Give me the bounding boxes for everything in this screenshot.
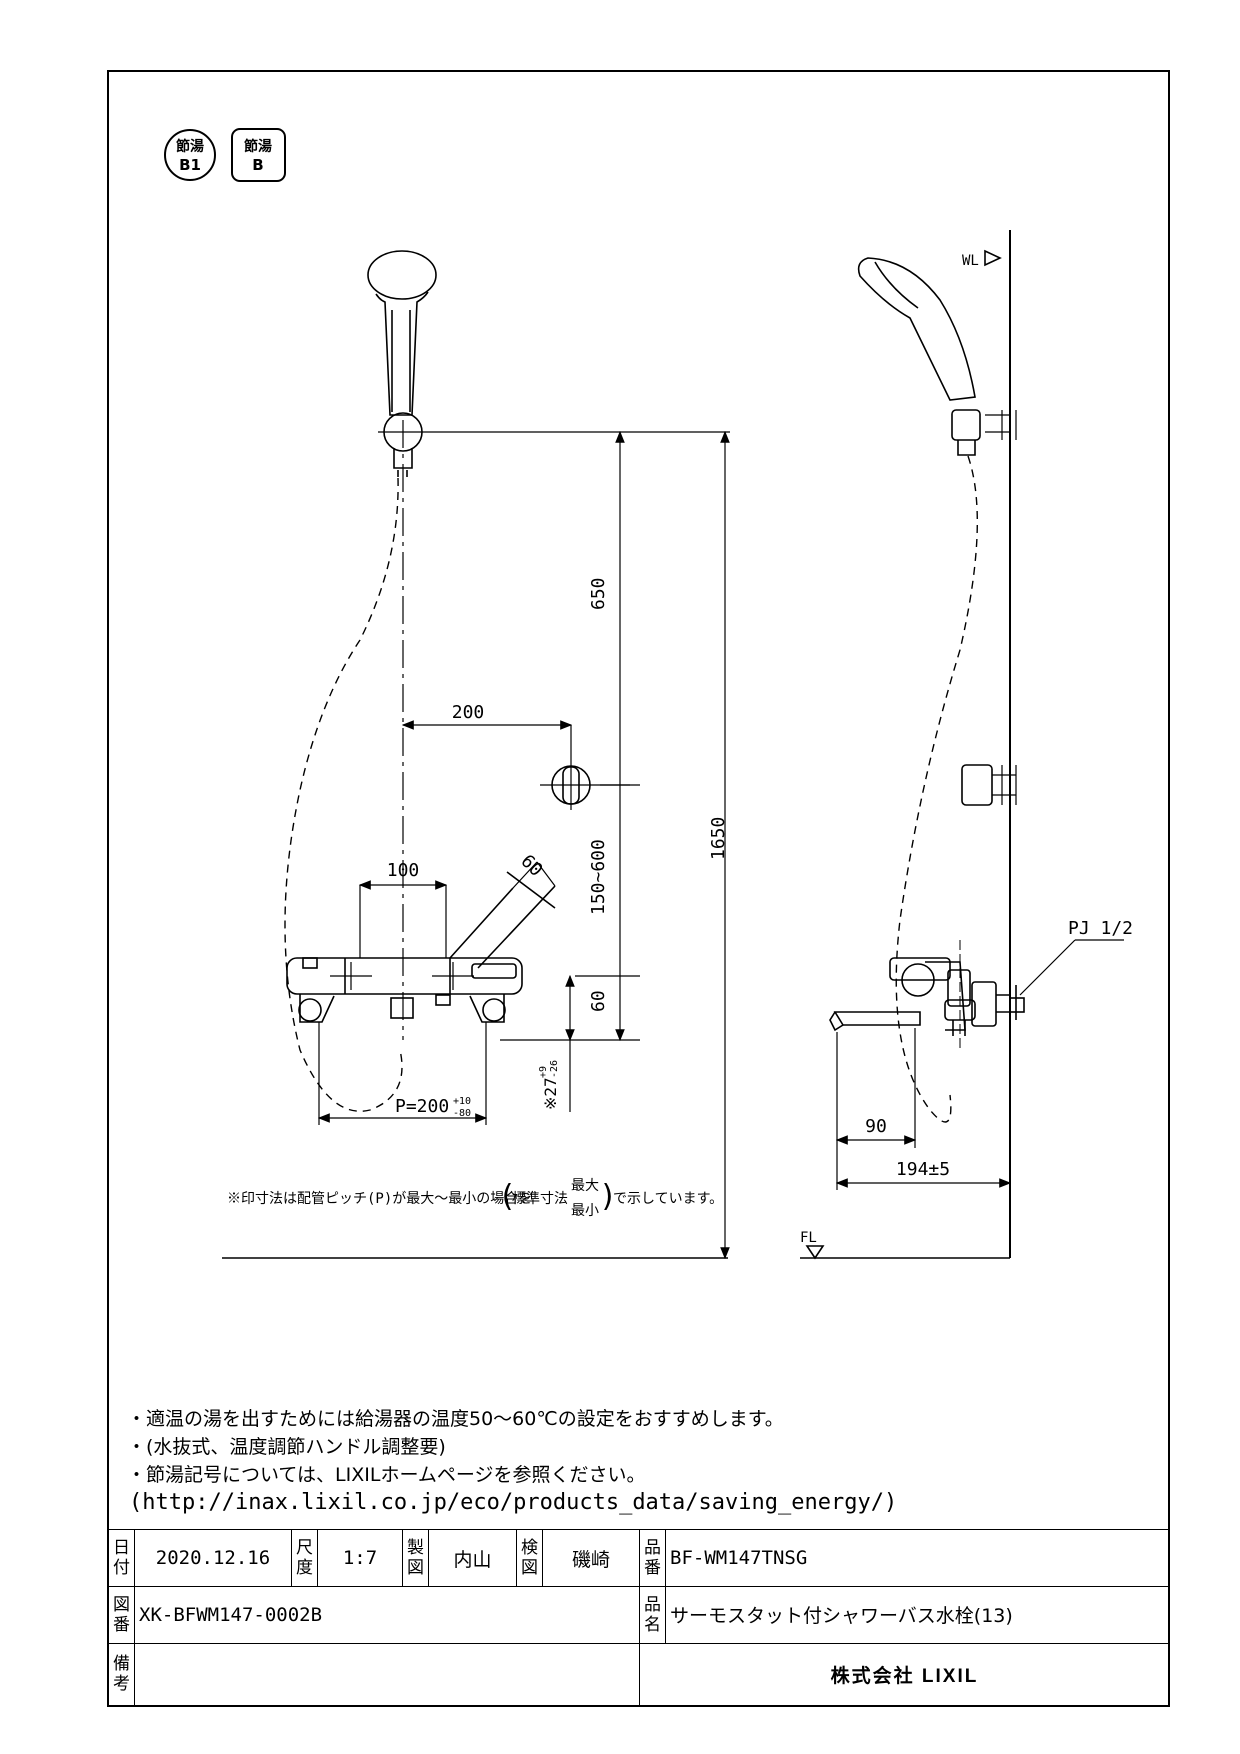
drawing-no-label: 図番 xyxy=(108,1586,135,1644)
dim-650: 650 xyxy=(588,577,609,610)
product-no-value: BF-WM147TNSG xyxy=(665,1528,1170,1588)
shower-head-side xyxy=(857,257,1017,456)
svg-text:※印寸法は配管ピッチ(P)が最大～最小の場合を: ※印寸法は配管ピッチ(P)が最大～最小の場合を xyxy=(227,1191,532,1207)
note-item: ・(水抜式、温度調節ハンドル調整要) xyxy=(127,1436,446,1458)
svg-text:最大: 最大 xyxy=(571,1178,599,1194)
dim-pitch-tol-top: +10 xyxy=(453,1096,471,1107)
svg-text:で示しています。: で示しています。 xyxy=(613,1191,723,1207)
svg-text:): ) xyxy=(599,1179,617,1214)
dim-200: 200 xyxy=(452,702,485,723)
wl-label: WL xyxy=(962,253,979,269)
dimension-footnote: ※印寸法は配管ピッチ(P)が最大～最小の場合を ( 標準寸法 最大 最小 ) で… xyxy=(227,1178,723,1219)
company-logo: 株式会社 LIXIL xyxy=(639,1642,1170,1707)
title-block: 日付 2020.12.16 尺度 1:7 製図 内山 検図 磯崎 品番 BF-W… xyxy=(108,1528,1170,1707)
front-view xyxy=(284,250,730,1112)
checked-value: 磯崎 xyxy=(542,1528,640,1588)
note-url: (http://inax.lixil.co.jp/eco/products_da… xyxy=(129,1490,898,1515)
notes: ・適温の湯を出すためには給湯器の温度50～60℃の設定をおすすめします。 ・(水… xyxy=(127,1405,897,1517)
wall-hook-side xyxy=(961,764,1017,806)
dim-1650: 1650 xyxy=(708,817,729,860)
dim-27-tol-bottom: -26 xyxy=(549,1060,560,1078)
front-dimension-labels: 650 1650 200 100 60 150~600 60 ※27 +9 -2… xyxy=(387,577,729,1119)
front-dimension-lines xyxy=(222,430,730,1260)
dim-27-tol-top: +9 xyxy=(538,1066,549,1078)
remarks-label: 備考 xyxy=(108,1642,135,1707)
svg-text:節湯: 節湯 xyxy=(244,138,272,155)
dim-60: 60 xyxy=(588,990,609,1012)
eco-mark-b1: 節湯 B1 xyxy=(164,129,216,181)
drawing-frame xyxy=(107,70,1170,1707)
drawn-value: 内山 xyxy=(428,1528,517,1588)
product-name-label: 品名 xyxy=(639,1586,666,1644)
svg-text:最小: 最小 xyxy=(571,1203,599,1219)
side-dimension-lines xyxy=(835,939,1124,1190)
dim-60-angle: 60 xyxy=(516,851,546,881)
note-item: ・節湯記号については、LIXILホームページを参照ください。 xyxy=(127,1464,646,1486)
svg-text:節湯: 節湯 xyxy=(176,138,204,155)
scale-label: 尺度 xyxy=(291,1528,318,1588)
drawing-no-value: XK-BFWM147-0002B xyxy=(134,1586,640,1644)
checked-label: 検図 xyxy=(516,1528,543,1588)
dim-27: ※27 xyxy=(541,1077,560,1110)
shower-head-front xyxy=(367,250,437,477)
scale-value: 1:7 xyxy=(317,1528,403,1588)
dim-100: 100 xyxy=(387,860,420,881)
dim-pitch: P=200 xyxy=(395,1096,449,1117)
dim-pitch-tol-bottom: -80 xyxy=(453,1108,471,1119)
side-view xyxy=(800,230,1025,1260)
mixer-side xyxy=(829,940,1025,1050)
eco-mark-b: 節湯 B xyxy=(231,128,286,182)
date-label: 日付 xyxy=(108,1528,135,1588)
pj-label: PJ 1/2 xyxy=(1068,918,1133,939)
remarks-value xyxy=(134,1642,640,1707)
svg-text:(: ( xyxy=(498,1179,516,1214)
side-dimension-labels: 90 194±5 PJ 1/2 WL FL xyxy=(800,253,1133,1246)
product-no-label: 品番 xyxy=(639,1528,666,1588)
note-item: ・適温の湯を出すためには給湯器の温度50～60℃の設定をおすすめします。 xyxy=(127,1408,784,1430)
product-name-value: サーモスタット付シャワーバス水栓(13) xyxy=(665,1586,1170,1644)
svg-text:B1: B1 xyxy=(179,156,201,174)
mixer-body-front xyxy=(286,871,556,1023)
dim-150-600: 150~600 xyxy=(588,839,609,915)
drawn-label: 製図 xyxy=(402,1528,429,1588)
svg-text:標準寸法: 標準寸法 xyxy=(512,1191,568,1207)
date-value: 2020.12.16 xyxy=(134,1528,292,1588)
dim-194: 194±5 xyxy=(896,1159,950,1180)
fl-label: FL xyxy=(800,1230,817,1246)
svg-text:B: B xyxy=(252,156,263,174)
dim-90: 90 xyxy=(865,1116,887,1137)
